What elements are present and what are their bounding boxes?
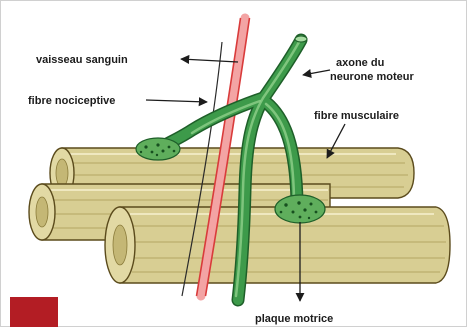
label-axone-line1: axone du — [336, 57, 384, 69]
accent-square — [10, 297, 58, 327]
label-fibre-musculaire: fibre musculaire — [314, 110, 399, 122]
end-plate-top — [136, 138, 180, 160]
label-axone-line2: neurone moteur — [330, 71, 414, 83]
end-plate-front — [275, 195, 325, 223]
label-fibre-nociceptive: fibre nociceptive — [28, 95, 115, 107]
muscle-fiber-front — [105, 207, 450, 283]
label-vaisseau-sanguin: vaisseau sanguin — [36, 54, 128, 66]
label-plaque-motrice: plaque motrice — [255, 313, 333, 325]
